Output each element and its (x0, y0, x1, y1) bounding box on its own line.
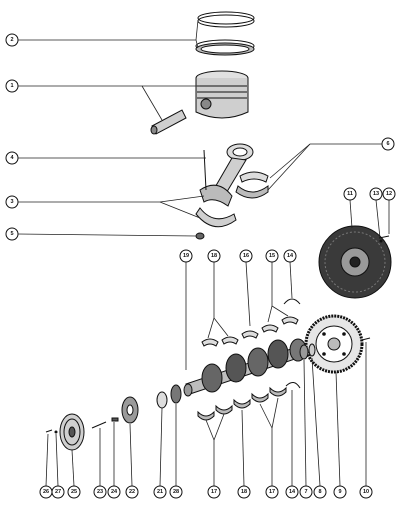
callout-1: 1 (5, 79, 19, 93)
callout-28: 28 (169, 485, 183, 499)
callout-18-bottom: 18 (237, 485, 251, 499)
callout-label: 28 (173, 489, 179, 495)
callout-label: 12 (386, 191, 392, 197)
callout-17-right: 17 (265, 485, 279, 499)
callout-label: 11 (347, 191, 353, 197)
callout-17-left: 17 (207, 485, 221, 499)
rod-cap (195, 207, 237, 240)
callout-11: 11 (343, 187, 357, 201)
main-bearings-upper (201, 298, 301, 347)
callout-label: 17 (211, 489, 217, 495)
callout-label: 15 (269, 253, 275, 259)
callout-18-top: 18 (207, 249, 221, 263)
callout-label: 16 (243, 253, 249, 259)
callout-label: 18 (241, 489, 247, 495)
callout-24: 24 (107, 485, 121, 499)
callout-label: 1 (10, 83, 13, 89)
callout-14-bottom: 14 (285, 485, 299, 499)
callout-16: 16 (239, 249, 253, 263)
callout-label: 14 (287, 253, 294, 259)
callout-21: 21 (153, 485, 167, 499)
callout-25: 25 (67, 485, 81, 499)
callout-label: 19 (183, 253, 189, 259)
callout-13: 13 (369, 187, 383, 201)
callout-label: 8 (318, 489, 321, 495)
callout-label: 26 (43, 489, 49, 495)
callout-label: 22 (129, 489, 135, 495)
piston-pin (150, 109, 187, 135)
leader-lines (17, 19, 390, 487)
callout-label: 14 (289, 489, 296, 495)
callout-label: 5 (10, 231, 13, 237)
callout-27: 27 (51, 485, 65, 499)
callout-6: 6 (381, 137, 395, 151)
flywheel-bolts (378, 235, 390, 243)
callout-label: 17 (269, 489, 275, 495)
callout-10: 10 (359, 485, 373, 499)
callout-label: 23 (97, 489, 103, 495)
main-bearings-lower (197, 386, 287, 421)
callout-5: 5 (5, 227, 19, 241)
callout-label: 6 (386, 141, 389, 147)
callout-26: 26 (39, 485, 53, 499)
callout-label: 13 (373, 191, 379, 197)
callout-label: 9 (338, 489, 341, 495)
callout-23-left: 23 (93, 485, 107, 499)
callout-14-top: 14 (283, 249, 297, 263)
rod-bearings (235, 171, 269, 199)
flywheel (318, 225, 392, 299)
callout-19: 19 (179, 249, 193, 263)
callout-8: 8 (313, 485, 327, 499)
crankshaft (183, 338, 307, 397)
callout-22: 22 (125, 485, 139, 499)
rear-seal (285, 343, 316, 389)
piston (195, 70, 249, 119)
callout-label: 10 (363, 489, 369, 495)
callout-label: 18 (211, 253, 217, 259)
callout-9: 9 (333, 485, 347, 499)
callout-label: 2 (10, 37, 13, 43)
callout-2: 2 (5, 33, 19, 47)
callout-12: 12 (382, 187, 396, 201)
callout-label: 3 (10, 199, 13, 205)
front-end-parts (45, 384, 182, 451)
callout-label: 27 (55, 489, 61, 495)
piston-rings (195, 11, 255, 56)
ring-gear-flexplate (304, 314, 364, 374)
callout-label: 25 (71, 489, 77, 495)
callout-label: 7 (304, 489, 307, 495)
callout-label: 21 (157, 489, 163, 495)
callout-3: 3 (5, 195, 19, 209)
callout-label: 4 (10, 155, 14, 161)
callout-label: 24 (111, 489, 118, 495)
callout-4: 4 (5, 151, 19, 165)
flexplate-bolt (361, 337, 371, 341)
callout-15: 15 (265, 249, 279, 263)
connecting-rod (199, 143, 254, 207)
callout-7: 7 (299, 485, 313, 499)
